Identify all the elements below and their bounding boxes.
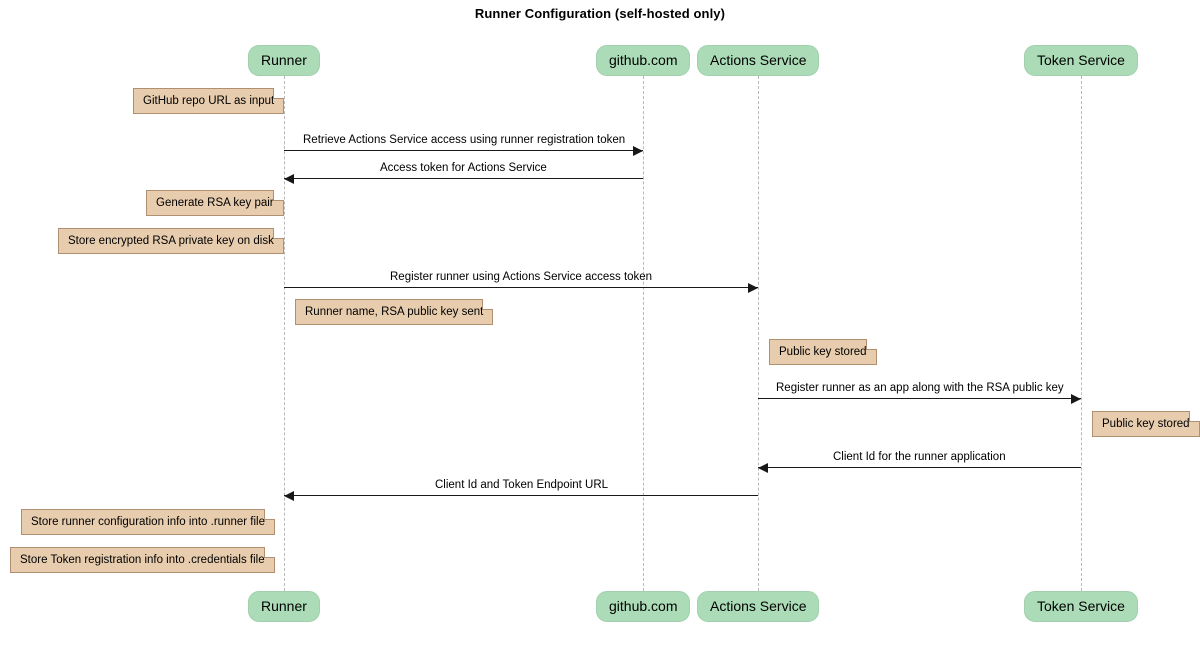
note-n6: Public key stored [1092, 411, 1200, 437]
note-n4: Runner name, RSA public key sent [295, 299, 494, 325]
note-label: GitHub repo URL as input [143, 95, 275, 107]
message-line-m4 [758, 398, 1081, 399]
note-fold-corner-icon [273, 88, 285, 99]
note-label: Store encrypted RSA private key on disk [68, 235, 274, 247]
note-fold-corner-icon [1188, 411, 1200, 422]
participant-runner-top[interactable]: Runner [248, 45, 320, 76]
message-label-m5: Client Id for the runner application [833, 451, 1006, 463]
note-fold-corner-icon [263, 509, 275, 520]
participant-github-bottom[interactable]: github.com [596, 591, 691, 622]
participant-token-bottom[interactable]: Token Service [1024, 591, 1138, 622]
note-label: Generate RSA key pair [156, 197, 274, 209]
participant-actions-top[interactable]: Actions Service [697, 45, 820, 76]
message-line-m2 [284, 178, 643, 179]
message-arrowhead-m4 [1071, 393, 1081, 404]
message-line-m6 [284, 495, 758, 496]
note-fold-corner-icon [865, 339, 877, 350]
participant-runner-bottom[interactable]: Runner [248, 591, 320, 622]
message-label-m4: Register runner as an app along with the… [776, 382, 1064, 394]
note-n3: Store encrypted RSA private key on disk [58, 228, 284, 254]
note-label: Store Token registration info into .cred… [20, 554, 265, 566]
note-fold-corner-icon [272, 228, 284, 239]
participant-token-top[interactable]: Token Service [1024, 45, 1138, 76]
note-label: Store runner configuration info into .ru… [31, 516, 265, 528]
note-fold-corner-icon [482, 299, 494, 310]
message-line-m3 [284, 287, 758, 288]
message-label-m1: Retrieve Actions Service access using ru… [303, 134, 626, 146]
message-arrowhead-m3 [748, 282, 758, 293]
message-line-m5 [758, 467, 1081, 468]
note-fold-corner-icon [272, 190, 284, 201]
lifeline-actions [758, 76, 760, 591]
message-label-m2: Access token for Actions Service [380, 162, 547, 174]
lifeline-github [643, 76, 645, 591]
note-n8: Store Token registration info into .cred… [10, 547, 275, 573]
message-label-m3: Register runner using Actions Service ac… [390, 271, 653, 283]
note-n5: Public key stored [769, 339, 877, 365]
note-n7: Store runner configuration info into .ru… [21, 509, 275, 535]
message-arrowhead-m2 [284, 173, 294, 184]
page-title: Runner Configuration (self-hosted only) [474, 6, 726, 21]
note-label: Runner name, RSA public key sent [305, 306, 484, 318]
message-arrowhead-m5 [758, 462, 768, 473]
message-line-m1 [284, 150, 643, 151]
participant-github-top[interactable]: github.com [596, 45, 691, 76]
message-label-m6: Client Id and Token Endpoint URL [435, 479, 609, 491]
message-arrowhead-m6 [284, 490, 294, 501]
message-arrowhead-m1 [633, 145, 643, 156]
note-label: Public key stored [779, 346, 867, 358]
lifeline-token [1081, 76, 1083, 591]
note-label: Public key stored [1102, 418, 1190, 430]
lifeline-runner [284, 76, 286, 591]
participant-actions-bottom[interactable]: Actions Service [697, 591, 820, 622]
note-fold-corner-icon [263, 547, 275, 558]
note-n1: GitHub repo URL as input [133, 88, 285, 114]
note-n2: Generate RSA key pair [146, 190, 284, 216]
